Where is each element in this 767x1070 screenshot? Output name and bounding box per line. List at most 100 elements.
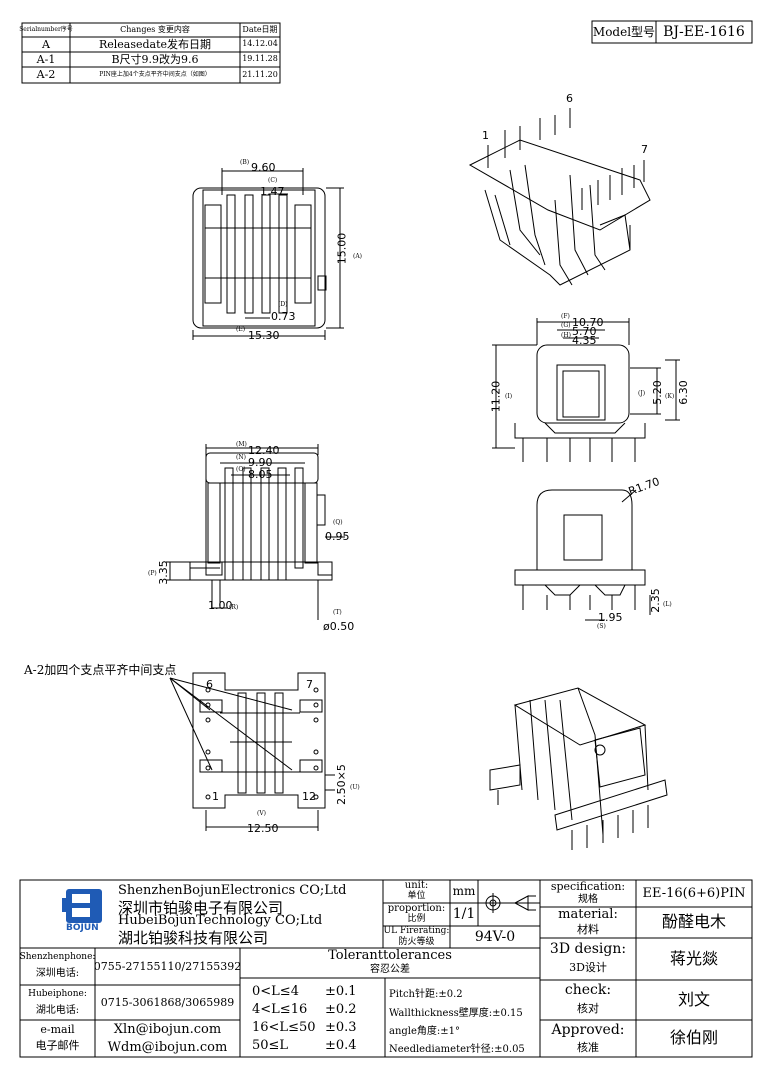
dim-e: 15.30 [248,329,280,342]
company-cn-sz: 深圳市铂骏电子有限公司 [118,899,284,917]
dim-b: 9.60 [251,161,276,174]
hb-phone-label-cn: 湖北电话: [35,1004,80,1016]
hb-phone-label-en: Hubeiphone: [28,989,87,1000]
dim-ref-j: (J) [638,390,646,397]
note-a2: A-2加四个支点平齐中间支点 [24,663,177,677]
dim-v: 12.50 [247,822,279,835]
sz-phone-label-cn: 深圳电话: [35,968,80,980]
top-view [192,168,344,340]
dim-ref-h: (H) [561,332,571,339]
check-label-cn: 核对 [577,1002,599,1016]
dim-c: 1.47 [260,185,285,198]
dim-l: 2.35 [648,588,662,613]
rev-row-date: 21.11.20 [242,69,278,79]
rev-header-date: Date日期 [242,24,278,34]
dim-ref-c: (C) [268,177,278,184]
dim-o: 8.05 [248,468,273,481]
tol-angle: angle角度:±1° [389,1026,461,1037]
rev-row-change: PIN座上加4个支点平齐中间支点（如图） [99,70,211,78]
isometric-view-bottom [489,687,668,850]
tol-wall: Wallthickness壁厚度:±0.15 [389,1008,523,1019]
tol-range: 16<L≤50 [252,1020,316,1035]
approved-value: 徐伯刚 [669,1028,718,1048]
rev-row-change: B尺寸9.9改为9.6 [111,52,199,66]
sz-phone: 0755-27155110/27155392 [93,959,242,973]
logo-text: BOJUN [66,923,99,933]
dim-j: 5.20 [650,380,664,405]
dim-h: 4.35 [572,334,597,347]
spec-label-cn: 规格 [578,893,598,905]
proportion-label-en: proportion: [387,902,446,914]
dim-r: 1.00 [208,599,233,612]
material-label-en: material: [558,907,618,923]
tol-value: ±0.1 [325,984,357,999]
tol-range: 4<L≤16 [252,1002,308,1017]
rev-header-serial: Serialnumber序号 [19,25,73,33]
tol-needle: Needlediameter针径:±0.05 [389,1044,525,1055]
dim-m: 12.40 [248,444,280,457]
email-1[interactable]: Xln@ibojun.com [113,1022,222,1038]
tol-value: ±0.3 [325,1020,357,1035]
approved-label-en: Approved: [551,1021,625,1038]
dim-ref-d: (D) [278,301,288,308]
design-label-en: 3D design: [549,940,627,957]
dim-ref-e: (E) [236,326,246,333]
bottom-pin-12: 12 [302,790,316,803]
dim-u: 2.50×5 [334,764,348,805]
spec-label-en: specification: [550,880,626,894]
dim-ref-k: (K) [665,393,675,400]
spec-value: EE-16(6+6)PIN [642,885,746,901]
approved-label-cn: 核准 [577,1041,599,1055]
dim-ref-f: (F) [561,313,570,320]
unit-value: mm [452,884,476,899]
sz-phone-label-en: Shenzhenphone: [19,952,96,963]
dim-s: 1.95 [598,611,623,624]
email-2[interactable]: Wdm@ibojun.com [107,1040,228,1056]
back-view [514,489,651,621]
dim-i: 11.20 [489,380,503,413]
dim-ref-p: (P) [148,570,157,577]
pin-label-1: 1 [482,129,489,142]
company-en-hb: HubeiBojunTechnology CO;Ltd [118,913,323,928]
rev-row-serial: A-1 [36,52,56,66]
model-label: Model型号 [592,24,656,39]
tol-value: ±0.2 [325,1002,357,1017]
dim-ref-n: (N) [236,454,246,461]
material-label-cn: 材料 [577,923,599,937]
dim-ref-a: (A) [353,253,363,260]
proportion-value: 1/1 [452,906,476,923]
dim-ref-m: (M) [236,441,247,448]
dim-p: 3.35 [156,560,170,585]
side-view [492,318,680,462]
check-label-en: check: [564,981,612,998]
design-label-cn: 3D设计 [569,961,607,975]
dim-t: ø0.50 [323,620,355,633]
pin-label-7: 7 [641,143,648,156]
dim-d: 0.73 [271,310,296,323]
fire-value: 94V-0 [474,928,516,945]
hb-phone: 0715-3061868/3065989 [100,995,235,1009]
dim-ref-v: (V) [257,810,267,817]
model-value: BJ-EE-1616 [663,23,745,40]
fire-label-cn: 防火等级 [398,936,435,947]
rev-row-date: 19.11.28 [242,54,278,64]
fire-label-en: UL Firerating: [383,925,450,936]
isometric-view-top [468,108,651,286]
model-box [591,20,753,44]
dim-ref-t: (T) [333,609,342,616]
revision-table-grid [21,22,281,84]
dim-k: 6.30 [676,380,690,405]
dim-ref-o: (O) [236,466,246,473]
bottom-pin-1: 1 [212,790,219,803]
email-label-cn: 电子邮件 [35,1039,80,1053]
design-value: 蒋光燚 [669,948,718,968]
tol-range: 0<L≤4 [252,984,299,999]
bojun-logo [62,889,102,923]
dim-ref-u: (U) [350,784,360,791]
dim-ref-q: (Q) [333,519,343,526]
dim-ref-r: (R) [229,604,239,611]
proportion-label-cn: 比例 [407,914,426,925]
front-view [166,444,345,620]
dim-ref-i: (I) [505,393,513,400]
rev-row-change: Releasedate发布日期 [98,37,212,51]
